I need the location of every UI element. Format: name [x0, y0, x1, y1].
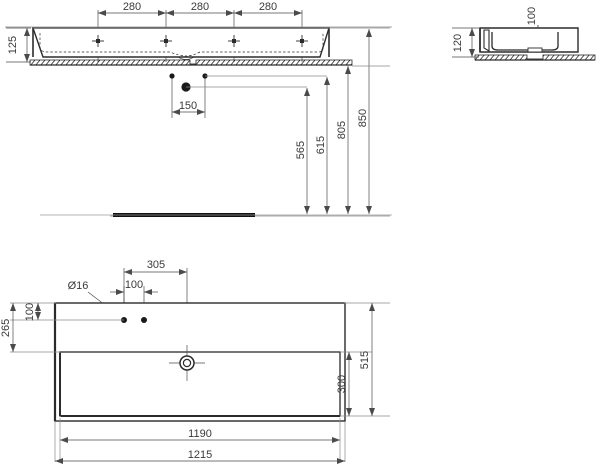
basin-plan-bowl	[59, 351, 341, 417]
plan-right-extension-lines	[340, 302, 390, 417]
dim-850: 850	[357, 109, 369, 127]
dim-1190: 1190	[188, 428, 212, 440]
dim-565: 565	[295, 141, 307, 159]
counter-hatch-band	[29, 59, 353, 66]
dim-150-group	[171, 78, 206, 118]
dim-280-a: 280	[123, 1, 141, 13]
dim-150: 150	[179, 100, 197, 112]
basin-bowl-hidden-line	[39, 33, 324, 57]
dim-120: 120	[452, 34, 464, 52]
dim-305: 305	[147, 259, 165, 271]
dim-125: 125	[7, 36, 19, 54]
basin-side-drain-boss	[527, 47, 543, 53]
dim-100-top: 100	[125, 279, 143, 291]
plan-left-extension-lines	[10, 302, 124, 353]
dim-125-group	[6, 27, 31, 63]
basin-front-outline	[32, 27, 330, 58]
dim-280-b: 280	[191, 1, 209, 13]
dim-100-left: 100	[24, 303, 36, 321]
basin-side-backwall	[483, 29, 490, 52]
dim-515: 515	[359, 351, 371, 369]
drain-symbol-plan	[169, 345, 205, 381]
plan-view: 305 100 Ø16	[0, 259, 390, 464]
vertical-dimension-stack	[304, 29, 390, 214]
dim-805: 805	[336, 121, 348, 139]
dim-diameter-16: Ø16	[68, 280, 89, 292]
dim-265: 265	[0, 319, 12, 337]
dim-280-c: 280	[259, 1, 277, 13]
dim-615: 615	[315, 136, 327, 154]
dim-120-group	[452, 27, 479, 58]
overflow-notch	[177, 56, 195, 60]
side-counter-hatch-band	[474, 54, 596, 61]
tap-hole-markers-front	[92, 35, 308, 47]
side-elevation-view: 100 120	[452, 7, 596, 61]
basin-side-bowl	[491, 32, 559, 51]
dim-300: 300	[336, 375, 348, 393]
front-elevation-view: 280 280 280 125	[5, 1, 392, 217]
dim-1215: 1215	[188, 449, 212, 461]
dim-100-side: 100	[526, 7, 538, 25]
